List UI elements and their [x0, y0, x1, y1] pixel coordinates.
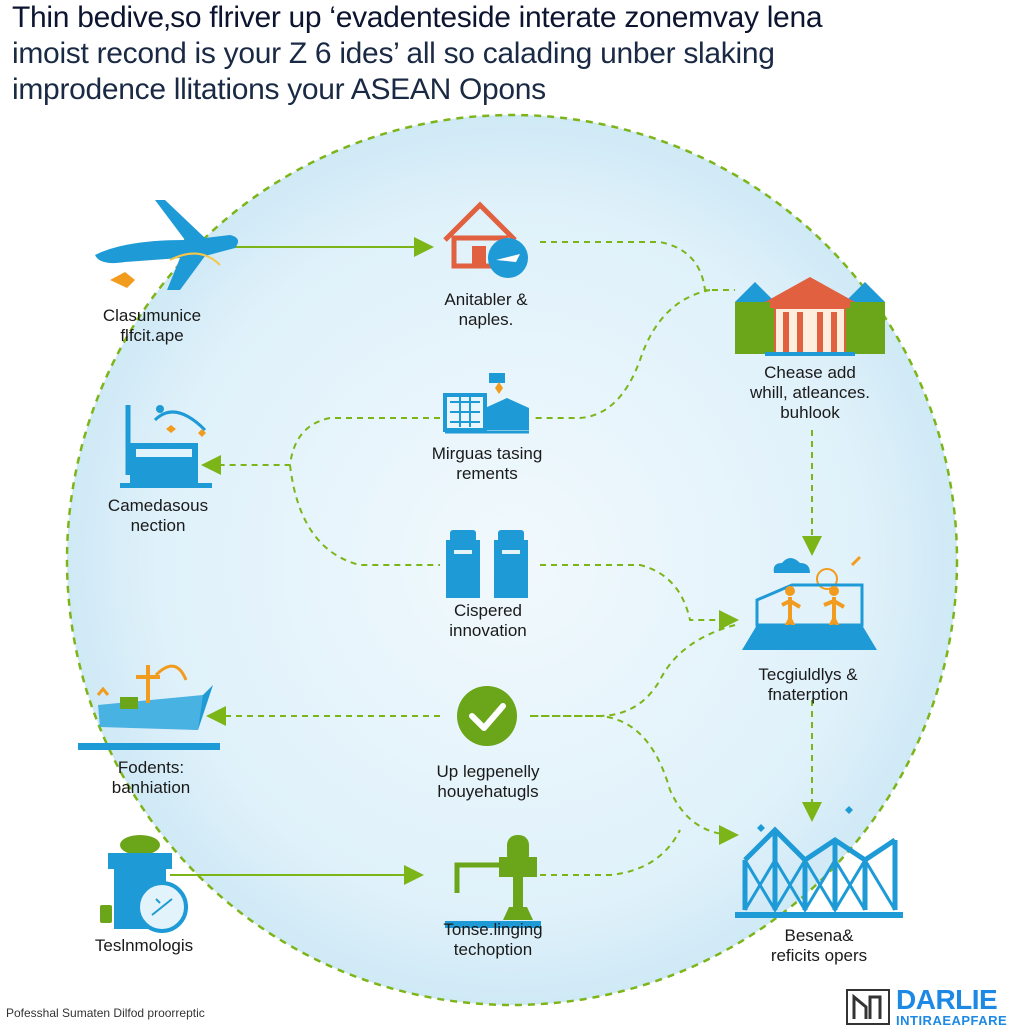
ship-icon	[78, 664, 220, 750]
checkmark-icon	[457, 686, 517, 746]
label-factory: Mirguas tasing rements	[431, 444, 543, 483]
airplane-icon	[95, 200, 239, 290]
bank-icon	[735, 277, 885, 356]
home-icon	[443, 201, 528, 278]
connector-factory-cart	[201, 417, 440, 475]
brand-name: DARLIE	[896, 984, 998, 1015]
title-line-2: imoist recond is your Z 6 ides’ all so c…	[12, 37, 775, 70]
diagram-title: Thin bedive‚so flriver up ‘evadenteside …	[12, 0, 1012, 108]
factory-icon	[443, 373, 529, 434]
connector-bank-factory	[535, 289, 711, 419]
brand-logo: DARLIE INTIRAEAPFARE	[846, 986, 1007, 1027]
label-cylinders: Cispered innovation	[449, 601, 527, 640]
label-cart: Camedasous nection	[107, 496, 209, 535]
label-check: Up legpenelly houyehatugls	[436, 762, 540, 801]
label-tech: Teslnmologis	[94, 936, 194, 955]
connector-cart-cylinders	[289, 464, 440, 566]
label-bridge: Besena& reficits opers	[770, 926, 868, 965]
connector-robot-bridge	[540, 829, 681, 876]
bridge-icon	[735, 806, 903, 918]
connector-cylinders-workers	[540, 564, 739, 630]
cylinders-icon	[446, 530, 528, 598]
footer-caption: Pofesshal Sumaten Dilfod proorreptic	[6, 1006, 205, 1020]
label-home: Anitabler & naples.	[444, 290, 528, 329]
title-line-1: Thin bedive‚so flriver up ‘evadenteside …	[12, 1, 823, 34]
brand-mark-icon	[846, 988, 890, 1025]
label-workers: Tecgiuldlys & fnaterption	[758, 665, 858, 704]
connector-home-bank	[540, 241, 735, 291]
connector-check-bridge	[530, 715, 739, 845]
label-robot: Tonse.linging techoption	[443, 920, 543, 959]
label-aviation: Clasumunice flfcit.ape	[102, 306, 202, 345]
title-line-3: improdence llitations your ASEAN Opons	[12, 73, 546, 106]
connectors	[170, 237, 822, 885]
cart-icon	[120, 405, 212, 488]
tech-icon	[100, 835, 188, 933]
label-ship: Fodents: banhiation	[111, 758, 191, 797]
label-bank: Chease add whill, atleances. buhlook	[749, 363, 871, 422]
brand-subtitle: INTIRAEAPFARE	[896, 1013, 1008, 1028]
workers-icon	[742, 555, 877, 650]
robot-icon	[445, 835, 541, 928]
